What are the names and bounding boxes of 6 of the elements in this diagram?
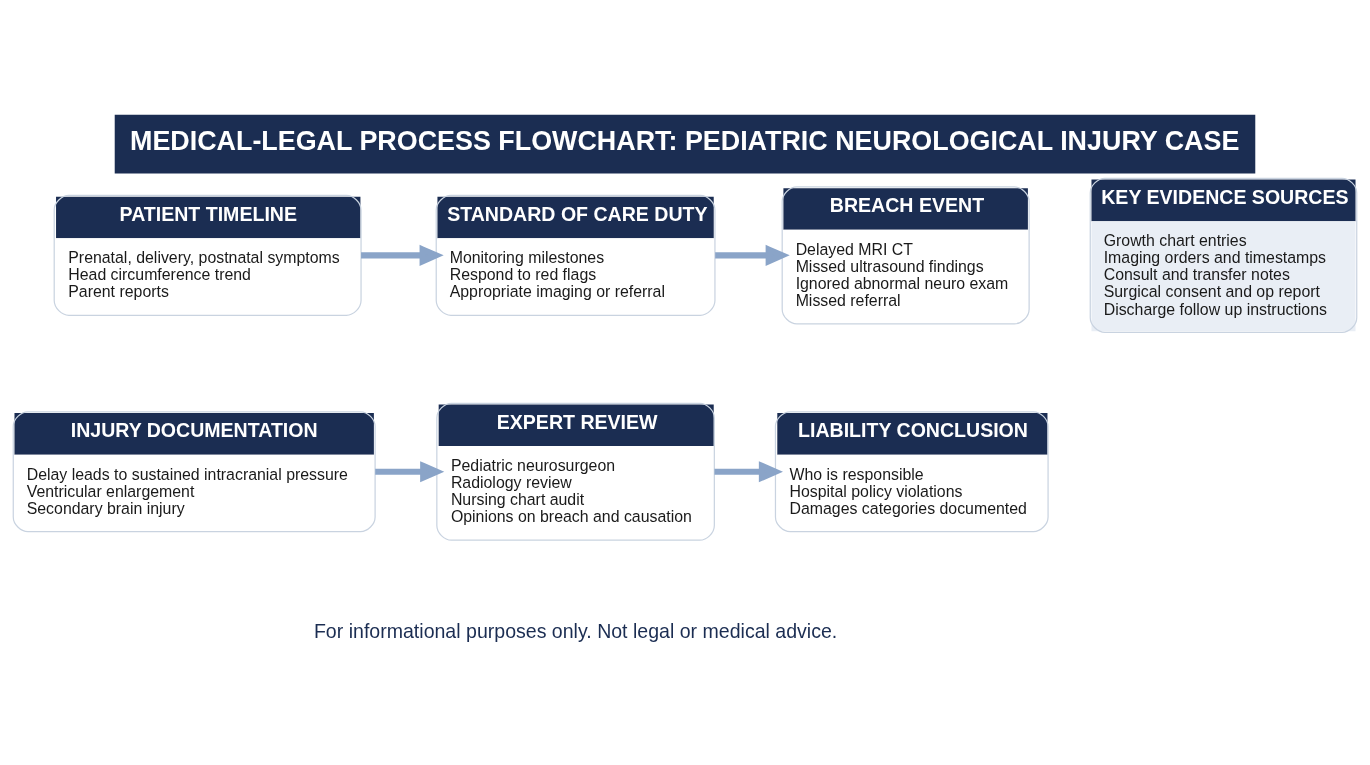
arrow xyxy=(715,244,790,266)
caption: For informational purposes only. Not legal or medical advice. xyxy=(313,619,838,642)
arrow xyxy=(361,244,444,266)
arrow xyxy=(375,461,445,483)
diagram-title: MEDICAL-LEGAL PROCESS FLOWCHART: PEDIATRIC NEUROLOGICAL INJURY CASE xyxy=(130,125,1240,156)
arrow xyxy=(714,461,783,483)
